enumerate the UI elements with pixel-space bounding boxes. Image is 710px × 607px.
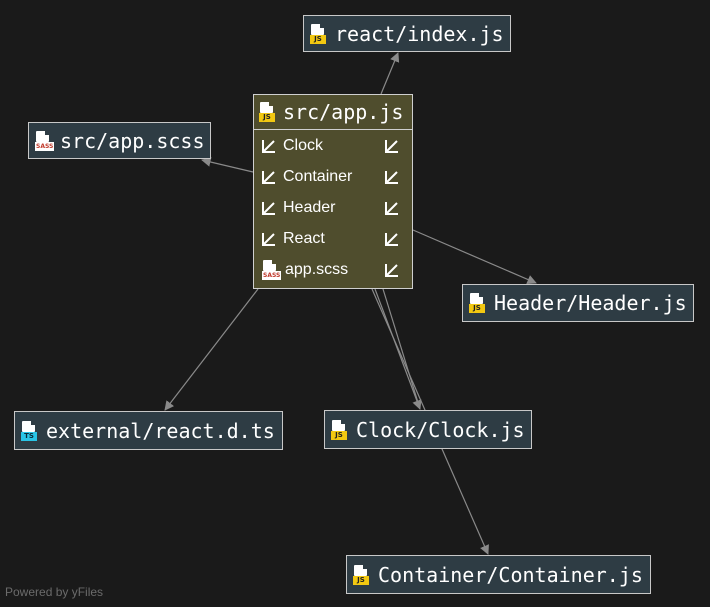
node-label: src/app.scss [60, 128, 205, 153]
import-arrow-icon [385, 139, 399, 153]
member-label: Container [283, 167, 353, 185]
import-arrow-icon [385, 232, 399, 246]
js-file-icon: JS [259, 102, 277, 122]
edge-to-clock-a [374, 288, 422, 410]
member-header[interactable]: Header [254, 192, 412, 223]
node-label: Header/Header.js [494, 291, 687, 315]
edge-to-react-index [380, 52, 400, 95]
js-file-icon: JS [469, 293, 487, 313]
node-react-dts[interactable]: TS external/react.d.ts [14, 411, 283, 450]
sass-file-icon: SASS [262, 259, 282, 280]
edge-to-clock-b [382, 288, 421, 410]
member-react[interactable]: React [254, 223, 412, 254]
watermark: Powered by yFiles [5, 585, 104, 599]
edge-to-react-dts [164, 288, 259, 411]
member-app-scss[interactable]: SASS app.scss [254, 254, 412, 285]
js-file-icon: JS [331, 419, 349, 440]
node-app-scss[interactable]: SASS src/app.scss [28, 122, 211, 159]
member-label: React [283, 229, 325, 247]
node-label: external/react.d.ts [46, 418, 275, 443]
node-src-app-js[interactable]: JS src/app.js Clock Container Header Rea… [253, 94, 413, 289]
main-node-header: JS src/app.js [254, 95, 412, 130]
import-arrow-icon [385, 263, 399, 277]
edge-to-header [412, 229, 537, 284]
import-arrow-icon [385, 170, 399, 184]
member-clock[interactable]: Clock [254, 130, 412, 161]
import-arrow-icon [262, 201, 276, 215]
main-node-title: src/app.js [283, 100, 404, 124]
member-label: Header [283, 198, 336, 216]
sass-file-icon: SASS [35, 130, 55, 151]
node-container-js[interactable]: JS Container/Container.js [346, 555, 651, 594]
js-file-icon: JS [353, 564, 371, 585]
import-arrow-icon [262, 170, 276, 184]
node-label: Clock/Clock.js [356, 417, 525, 442]
import-arrow-icon [385, 201, 399, 215]
node-react-index[interactable]: JS react/index.js [303, 15, 511, 52]
node-header-js[interactable]: JS Header/Header.js [462, 284, 694, 322]
member-label: Clock [283, 136, 324, 154]
import-arrow-icon [262, 232, 276, 246]
node-label: react/index.js [335, 21, 504, 46]
js-file-icon: JS [310, 23, 328, 44]
edge-to-app-scss [201, 157, 254, 173]
member-label: app.scss [285, 260, 349, 278]
ts-file-icon: TS [21, 420, 39, 441]
import-arrow-icon [262, 139, 276, 153]
node-label: Container/Container.js [378, 562, 643, 587]
member-container[interactable]: Container [254, 161, 412, 192]
node-clock-js[interactable]: JS Clock/Clock.js [324, 410, 532, 449]
